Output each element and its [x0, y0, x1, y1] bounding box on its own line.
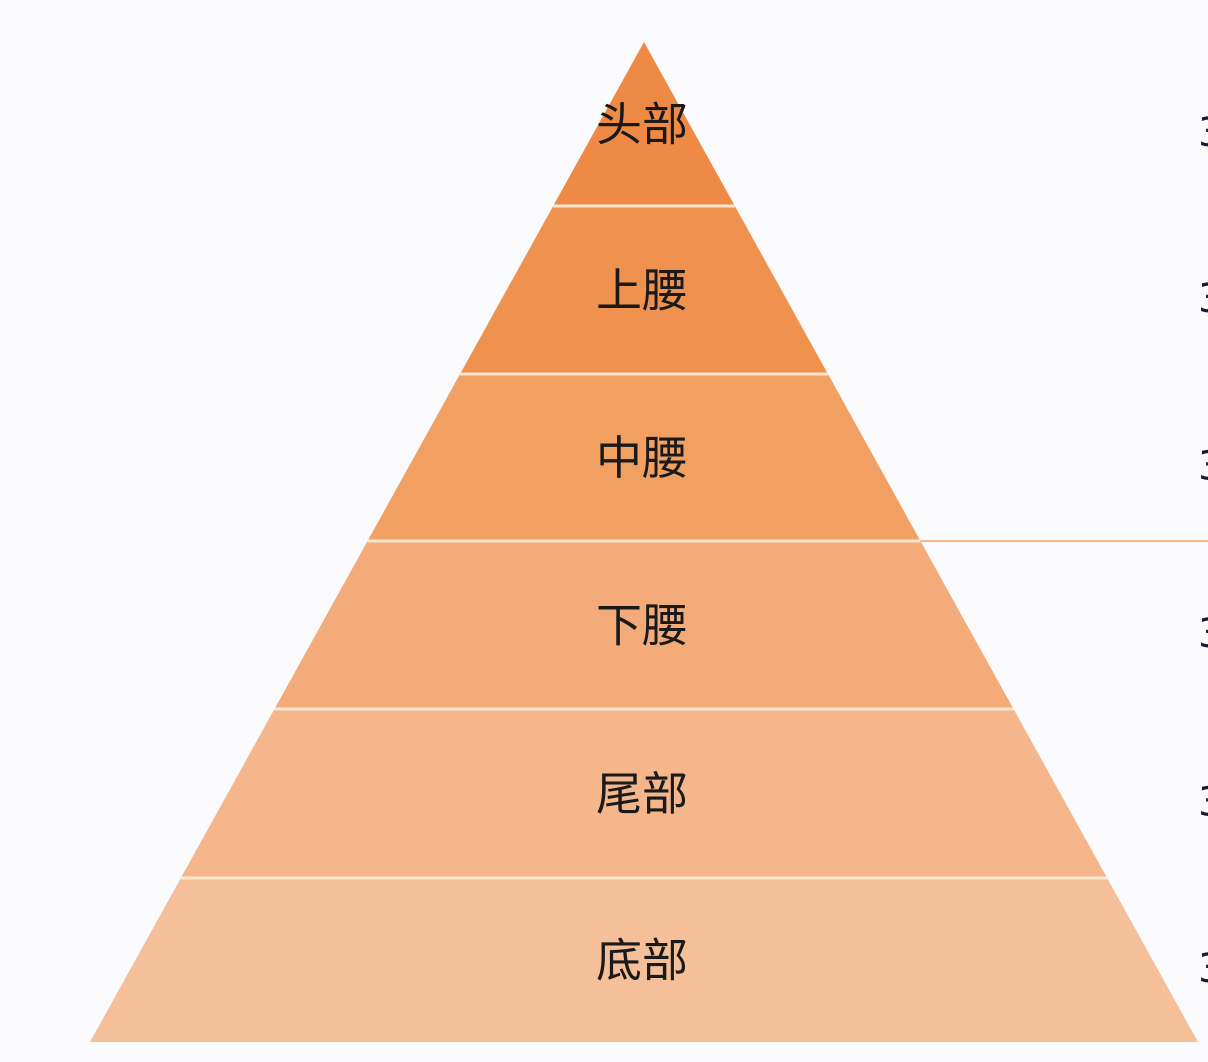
pyramid-level-1	[553, 42, 735, 206]
pyramid-level-3	[367, 374, 921, 541]
level-label: 底部	[596, 934, 688, 988]
side-value-text: 3	[1198, 946, 1208, 992]
level-label: 中腰	[596, 431, 688, 485]
side-value-text: 3	[1198, 444, 1208, 490]
level-label: 尾部	[596, 767, 688, 821]
side-value-text: 3	[1198, 611, 1208, 657]
side-value-text: 3	[1198, 780, 1208, 826]
pyramid-level-4	[274, 541, 1014, 709]
side-value-text: 3	[1198, 276, 1208, 322]
level-label: 头部	[596, 98, 688, 152]
pyramid-level-5	[180, 709, 1108, 878]
level-label: 下腰	[596, 599, 688, 653]
pyramid-level-6	[90, 878, 1198, 1042]
pyramid-level-2	[460, 206, 828, 374]
level-label: 上腰	[596, 264, 688, 318]
side-value-text: 3	[1198, 110, 1208, 156]
